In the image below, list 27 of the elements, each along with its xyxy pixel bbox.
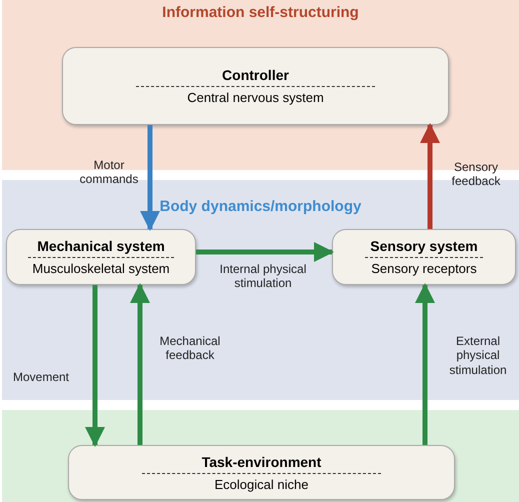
- box-heading: Mechanical system: [37, 238, 165, 256]
- section-title: Body dynamics/morphology: [158, 198, 362, 215]
- process-box: [68, 445, 455, 500]
- box-subtitle: Sensory receptors: [365, 257, 483, 276]
- edge-label: Mechanical feedback: [158, 334, 222, 363]
- box-subtitle: Central nervous system: [136, 86, 375, 105]
- box-subtitle: Ecological niche: [142, 472, 381, 492]
- edge-label: Motor commands: [78, 158, 140, 187]
- arrow: [415, 283, 435, 445]
- background-band: [2, 410, 519, 502]
- box-heading: Task-environment: [202, 454, 322, 472]
- edge-label: Movement: [12, 370, 70, 384]
- edge-label: Internal physical stimulation: [218, 262, 308, 291]
- box-subtitle: Musculoskeletal system: [28, 257, 174, 276]
- box-heading: Sensory system: [370, 238, 478, 256]
- arrow: [130, 283, 150, 445]
- edge-label: External physical stimulation: [448, 334, 508, 378]
- edge-label: Sensory feedback: [450, 160, 502, 189]
- arrow: [85, 285, 105, 447]
- process-box: [6, 229, 196, 285]
- arrow: [196, 242, 334, 262]
- box-heading: Controller: [222, 67, 289, 85]
- arrow: [140, 125, 160, 231]
- process-box: [332, 229, 516, 285]
- section-title: Information self-structuring: [161, 4, 360, 21]
- arrow: [420, 123, 440, 229]
- process-box: [62, 47, 449, 125]
